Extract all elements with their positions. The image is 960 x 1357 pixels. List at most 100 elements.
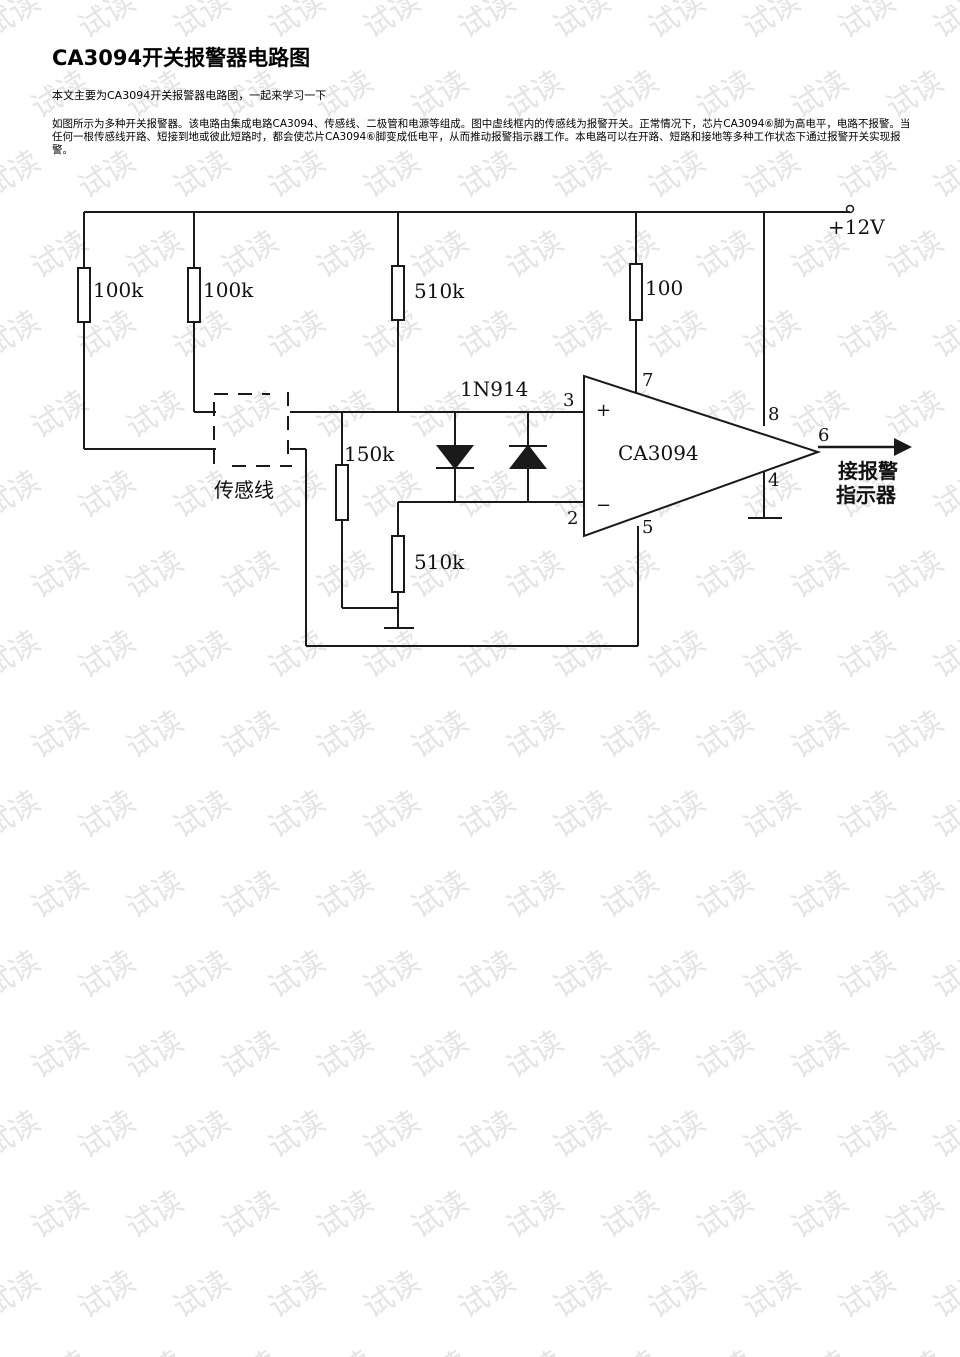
resistor-r1 [77,267,91,323]
watermark-mark: 试读 [880,1024,950,1086]
output-label-line1: 接报警 [838,459,898,483]
watermark-mark: 试读 [880,704,950,766]
resistor-bodies [77,263,643,593]
watermark-mark: 试读 [167,784,237,846]
pin-7-label: 7 [642,370,653,391]
watermark-mark: 试读 [690,864,760,926]
watermark-mark: 试读 [25,1024,95,1086]
watermark-mark: 试读 [737,0,807,46]
minus-input-sign: − [596,495,611,516]
pin-8-label: 8 [768,404,779,425]
pin-5-label: 5 [642,517,653,538]
supply-label: +12V [828,215,885,239]
watermark-mark: 试读 [262,784,332,846]
r5-label: 150k [344,442,395,466]
watermark-mark: 试读 [262,944,332,1006]
watermark-mark: 试读 [832,1104,902,1166]
watermark-mark: 试读 [500,704,570,766]
watermark-mark: 试读 [167,1104,237,1166]
watermark-mark: 试读 [547,1104,617,1166]
watermark-mark: 试读 [310,864,380,926]
diode-1n914-b [508,444,548,469]
watermark-mark: 试读 [927,1264,960,1326]
watermark-mark: 试读 [785,1184,855,1246]
resistor-r2 [187,267,201,323]
watermark-mark: 试读 [880,864,950,926]
watermark-mark: 试读 [690,1024,760,1086]
watermark-mark: 试读 [116,1337,190,1357]
watermark-mark: 试读 [737,944,807,1006]
watermark-mark: 试读 [547,784,617,846]
watermark-mark: 试读 [405,1184,475,1246]
watermark-mark: 试读 [500,1184,570,1246]
diode-1n914-a [435,445,475,470]
watermark-mark: 试读 [595,864,665,926]
watermark-mark: 试读 [72,1264,142,1326]
r2-label: 100k [203,278,254,302]
pin-3-label: 3 [563,390,574,411]
sensor-dashed-box [213,392,292,470]
watermark-mark: 试读 [167,1264,237,1326]
chip-label: CA3094 [618,441,699,465]
watermark-mark: 试读 [547,0,617,46]
watermark-mark: 试读 [25,864,95,926]
watermark-mark: 试读 [357,1104,427,1166]
circuit-labels: +12V 100k 100k 510k 100 150k 510k 1N914 … [93,215,898,574]
watermark-mark: 试读 [927,784,960,846]
resistor-r6 [391,535,405,593]
watermark-mark: 试读 [785,1024,855,1086]
resistor-r5 [335,464,349,521]
watermark-mark: 试读 [452,0,522,46]
watermark-mark: 试读 [690,1184,760,1246]
watermark-mark: 试读 [737,1264,807,1326]
watermark-mark: 试读 [21,1337,95,1357]
watermark-mark: 试读 [262,1104,332,1166]
watermark-mark: 试读 [357,944,427,1006]
watermark-mark: 试读 [306,1337,380,1357]
watermark-mark: 试读 [0,944,47,1006]
watermark-mark: 试读 [642,944,712,1006]
watermark-mark: 试读 [215,704,285,766]
watermark-mark: 试读 [72,0,142,46]
watermark-mark: 试读 [452,784,522,846]
diode-label: 1N914 [460,377,528,401]
watermark-mark: 试读 [262,0,332,46]
watermark-mark: 试读 [215,1024,285,1086]
watermark-mark: 试读 [785,704,855,766]
intro-text: 本文主要为CA3094开关报警器电路图，一起来学习一下 [52,89,327,102]
watermark-mark: 试读 [452,1104,522,1166]
watermark-mark: 试读 [405,864,475,926]
circuit-diagram: +12V 100k 100k 510k 100 150k 510k 1N914 … [77,204,912,647]
watermark-mark: 试读 [405,704,475,766]
watermark-mark: 试读 [215,1184,285,1246]
watermark-mark: 试读 [690,704,760,766]
watermark-mark: 试读 [25,1184,95,1246]
watermark-mark: 试读 [500,1024,570,1086]
opamp-ca3094 [583,374,822,538]
resistor-r4 [629,263,643,321]
r3-label: 510k [414,279,465,303]
watermark-mark: 试读 [211,1337,285,1357]
watermark-mark: 试读 [452,1264,522,1326]
watermark-mark: 试读 [832,944,902,1006]
watermark-mark: 试读 [876,1337,950,1357]
watermark-mark: 试读 [120,704,190,766]
watermark-mark: 试读 [591,1337,665,1357]
watermark-mark: 试读 [547,944,617,1006]
r6-label: 510k [414,550,465,574]
r4-label: 100 [645,276,683,300]
watermark-mark: 试读 [262,1264,332,1326]
watermark-mark: 试读 [310,1184,380,1246]
pin-2-label: 2 [567,508,578,529]
pin-6-label: 6 [818,425,829,446]
watermark-mark: 试读 [452,944,522,1006]
watermark-mark: 试读 [595,1184,665,1246]
watermark-mark: 试读 [642,0,712,46]
watermark-mark: 试读 [167,0,237,46]
watermark-mark: 试读 [642,1104,712,1166]
watermark-mark: 试读 [642,1264,712,1326]
watermark-mark: 试读 [0,1264,47,1326]
watermark-mark: 试读 [927,0,960,46]
watermark-mark: 试读 [686,1337,760,1357]
watermark-mark: 试读 [737,784,807,846]
